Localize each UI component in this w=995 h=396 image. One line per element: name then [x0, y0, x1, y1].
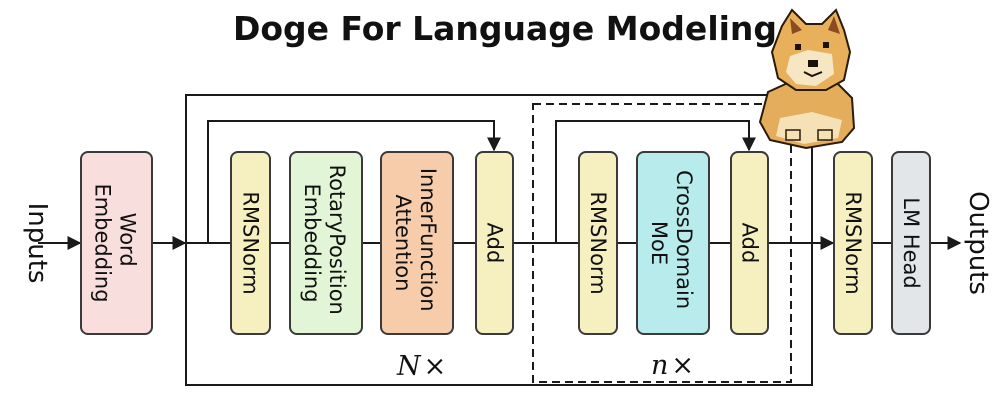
block-label-line: RMSNorm [239, 191, 263, 294]
block-label-line: RotaryPosition [325, 164, 349, 314]
inner-repeat-label: n× [651, 350, 694, 381]
residual-connection-attention [207, 120, 501, 243]
add-block-1: Add [475, 151, 514, 335]
rmsnorm-final-block: RMSNorm [833, 151, 873, 335]
times-symbol: × [671, 350, 694, 381]
outer-repeat-label: N× [396, 351, 446, 382]
rotary-embedding-block: RotaryPosition Embedding [289, 151, 363, 335]
block-label-line: RMSNorm [841, 191, 865, 294]
svg-text:InnerFunction Attention: InnerFunction Attention [391, 168, 440, 318]
add-block-2: Add [730, 151, 769, 335]
repeat-variable: N [396, 351, 422, 382]
doge-mascot-icon [758, 8, 856, 150]
diagram-title: Doge For Language Modeling [233, 9, 777, 48]
rmsnorm-block-1: RMSNorm [230, 151, 271, 335]
outputs-label: Outputs [963, 191, 993, 295]
svg-text:Word Embedding: Word Embedding [91, 183, 140, 302]
block-label-line: InnerFunction [416, 168, 440, 312]
block-label-line: Attention [391, 195, 415, 292]
block-label-line: Embedding [91, 183, 115, 302]
lm-head-block: LM Head [891, 151, 931, 335]
block-label-line: MoE [647, 221, 671, 265]
block-label-line: Embedding [300, 183, 324, 302]
svg-text:RMSNorm: RMSNorm [239, 191, 263, 294]
rmsnorm-block-2: RMSNorm [578, 151, 618, 335]
svg-text:LM Head: LM Head [899, 197, 923, 288]
svg-text:RMSNorm: RMSNorm [586, 191, 610, 294]
block-label-line: Add [483, 223, 507, 264]
svg-text:RotaryPosition Embedding: RotaryPosition Embedding [300, 164, 349, 321]
block-label-line: Word [116, 213, 140, 267]
word-embedding-block: Word Embedding [80, 151, 153, 335]
svg-text:RMSNorm: RMSNorm [841, 191, 865, 294]
inputs-label: Inputs [22, 203, 52, 284]
block-label-line: Add [738, 223, 762, 264]
block-label-line: LM Head [899, 197, 923, 288]
svg-text:CrossDomain MoE: CrossDomain MoE [647, 170, 696, 316]
inner-function-attention-block: InnerFunction Attention [380, 151, 454, 335]
block-label-line: RMSNorm [586, 191, 610, 294]
svg-text:Add: Add [483, 223, 507, 264]
svg-text:Add: Add [738, 223, 762, 264]
crossdomain-moe-block: CrossDomain MoE [636, 151, 710, 335]
block-label-line: CrossDomain [672, 170, 696, 309]
times-symbol: × [424, 351, 447, 382]
residual-connection-moe [555, 120, 756, 243]
repeat-variable: n [651, 350, 668, 381]
